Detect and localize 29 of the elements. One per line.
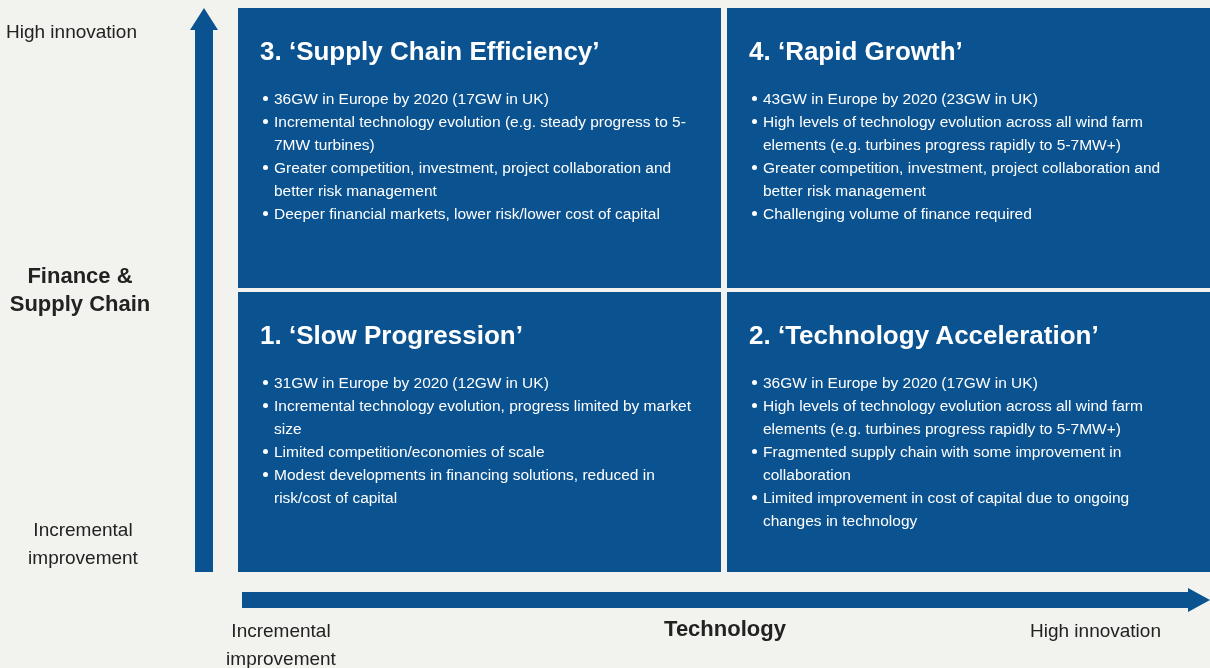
quadrant-panel: [238, 8, 721, 288]
axis-label: Technology: [663, 615, 787, 643]
bullet-item: High levels of technology evolution across all wind farm elements (e.g. turbines progress rapidly to 5-7MW+): [763, 110, 1188, 156]
axis-label: High innovation: [6, 20, 138, 44]
bullet-item: 36GW in Europe by 2020 (17GW in UK): [763, 371, 1188, 394]
bullet-item: 36GW in Europe by 2020 (17GW in UK): [274, 87, 699, 110]
bullet-item: 31GW in Europe by 2020 (12GW in UK): [274, 371, 699, 394]
bullet-item: Incremental technology evolution, progress limited by market size: [274, 394, 699, 440]
quadrant-title: 1. ‘Slow Progression’: [260, 320, 524, 351]
bullet-item: Deeper financial markets, lower risk/lower cost of capital: [274, 202, 699, 225]
bullet-item: Fragmented supply chain with some improvement in collaboration: [763, 440, 1188, 486]
bullet-item: Limited competition/economies of scale: [274, 440, 699, 463]
quadrant-title: 3. ‘Supply Chain Efficiency’: [260, 36, 601, 67]
axis-label: Finance & Supply Chain: [8, 262, 152, 318]
axis-label: Incremental improvement: [27, 518, 139, 570]
bullet-item: Limited improvement in cost of capital due to ongoing changes in technology: [763, 486, 1188, 532]
quadrant-title: 2. ‘Technology Acceleration’: [749, 320, 1100, 351]
bullet-item: Greater competition, investment, project collaboration and better risk management: [763, 156, 1188, 202]
quadrant-title: 4. ‘Rapid Growth’: [749, 36, 964, 67]
bullet-item: High levels of technology evolution across all wind farm elements (e.g. turbines progress rapidly to 5-7MW+): [763, 394, 1188, 440]
quadrant-panel: [727, 8, 1210, 288]
axis-label: High innovation: [1030, 619, 1162, 643]
bullet-item: Greater competition, investment, project collaboration and better risk management: [274, 156, 699, 202]
bullet-item: Modest developments in financing solutions, reduced in risk/cost of capital: [274, 463, 699, 509]
bullet-item: 43GW in Europe by 2020 (23GW in UK): [763, 87, 1188, 110]
quadrant-panel: [238, 292, 721, 572]
bullet-item: Incremental technology evolution (e.g. steady progress to 5-7MW turbines): [274, 110, 699, 156]
bullet-item: Challenging volume of finance required: [763, 202, 1188, 225]
quadrant-panel: [727, 292, 1210, 572]
